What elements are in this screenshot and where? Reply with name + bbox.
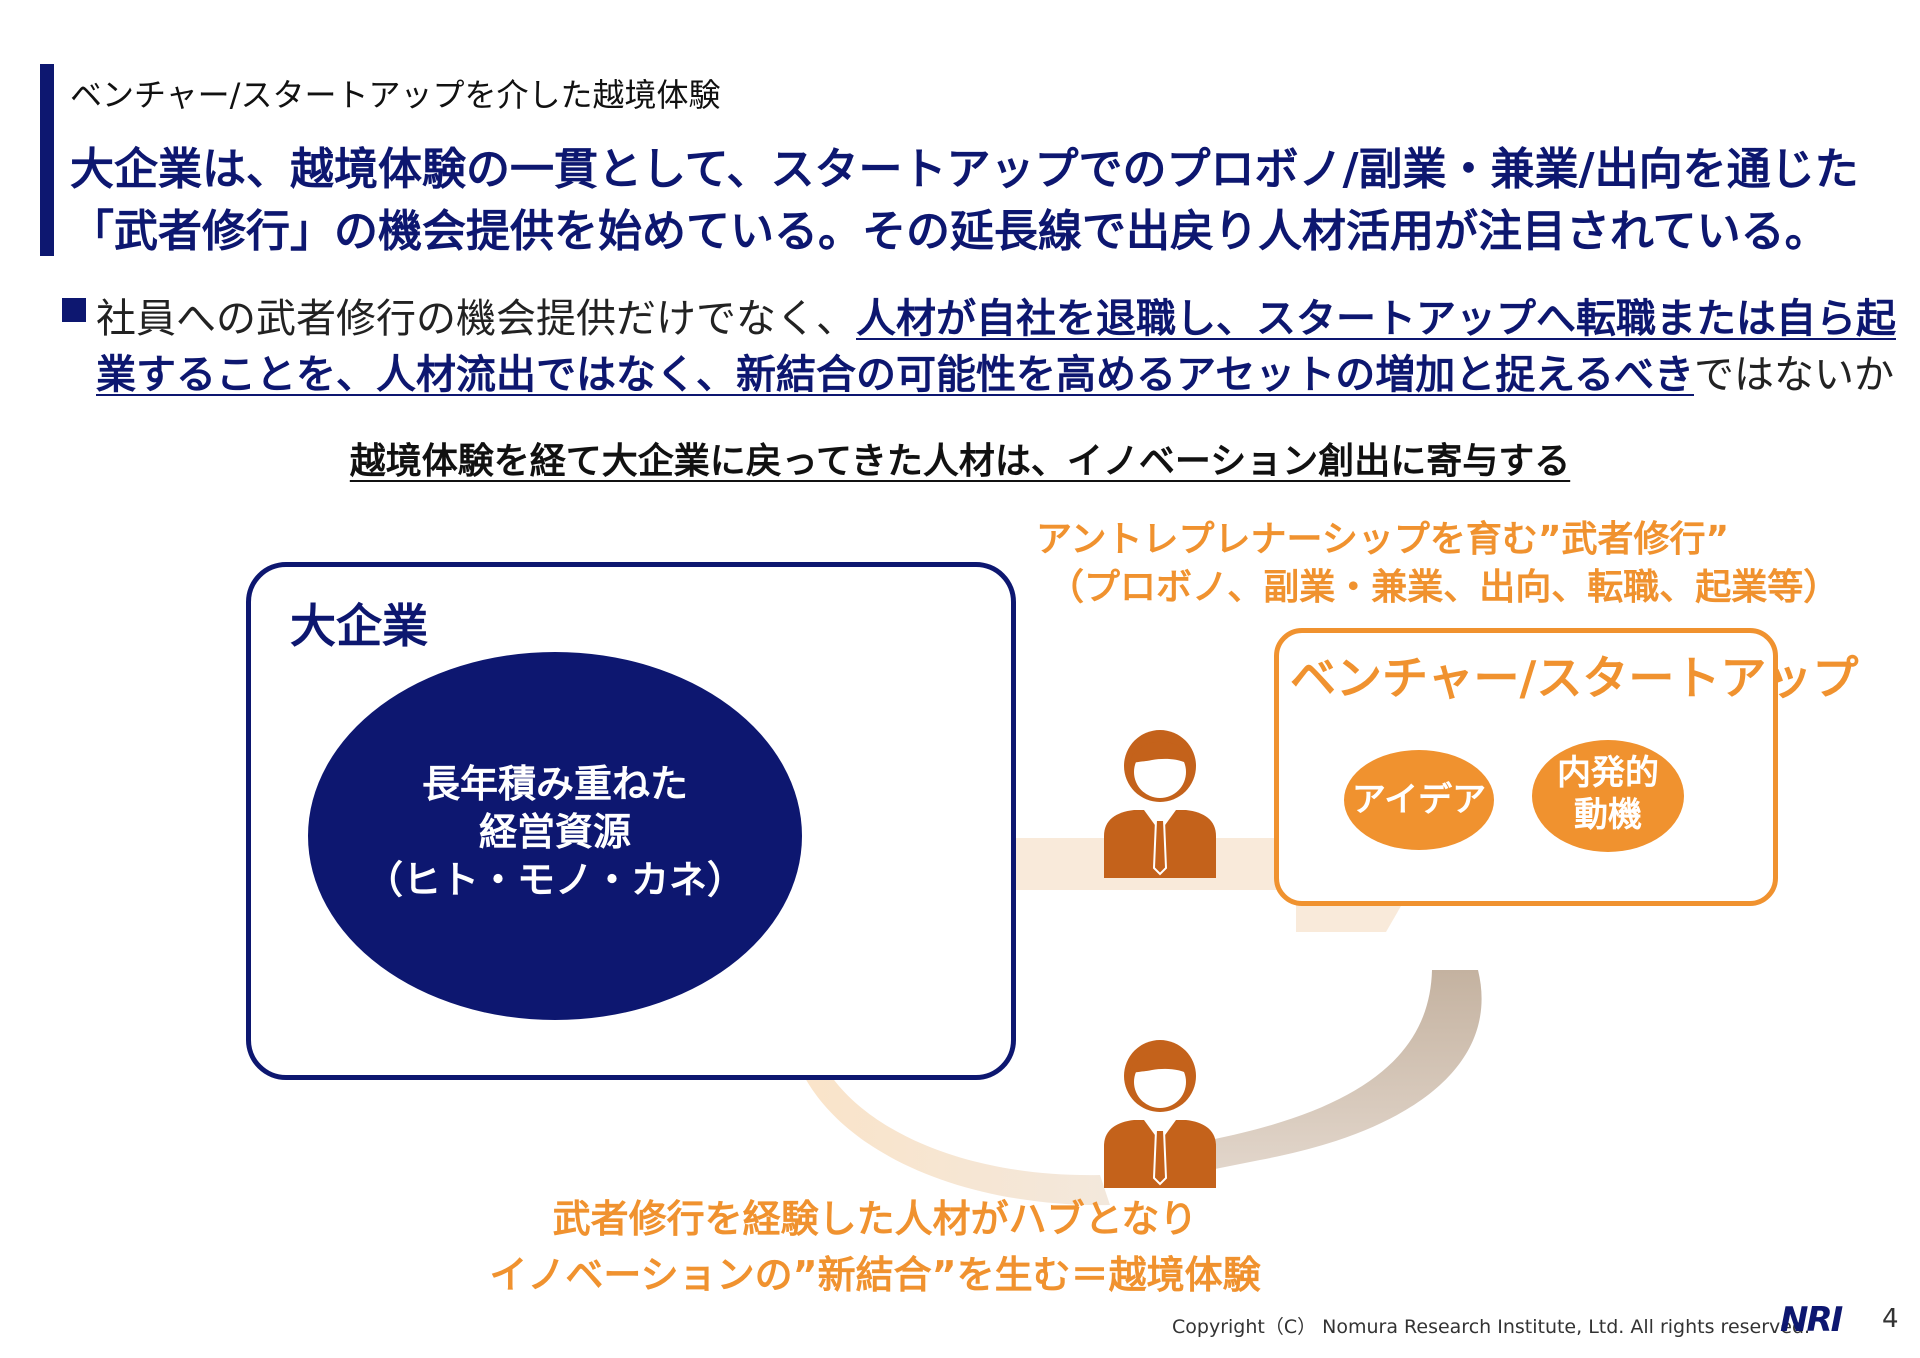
bottom-caption-line-1: 武者修行を経験した人材がハブとなり <box>0 1188 1920 1243</box>
bullet-line-1: 社員への武者修行の機会提供だけでなく、人材が自社を退職し、スタートアップへ転職ま… <box>96 286 1896 344</box>
corporate-label: 大企業 <box>290 599 428 653</box>
center-note-text: 越境体験を経て大企業に戻ってきた人材は、イノベーション創出に寄与する <box>349 441 1571 482</box>
bottom-caption-2-text: イノベーションの”新結合”を生む＝越境体験 <box>489 1253 1261 1297</box>
resource-line-3: （ヒト・モノ・カネ） <box>364 858 745 902</box>
resource-ellipse <box>308 652 802 1020</box>
bullet-line-1-emphasis: 人材が自社を退職し、スタートアップへ転職または自ら起 <box>856 296 1896 342</box>
startup-box <box>1274 628 1778 906</box>
idea-pill: アイデア <box>1344 750 1494 850</box>
bullet-line-2-plain: ではないか <box>1694 352 1894 398</box>
motive-pill-line-2: 動機 <box>1574 795 1642 835</box>
headline-line-1: 大企業は、越境体験の一貫として、スタートアップでのプロボノ/副業・兼業/出向を通… <box>70 144 1859 195</box>
slide-subtitle: ベンチャー/スタートアップを介した越境体験 <box>70 76 721 114</box>
center-note: 越境体験を経て大企業に戻ってきた人材は、イノベーション創出に寄与する <box>0 432 1920 484</box>
resource-line-2: 経営資源 <box>478 810 631 854</box>
copyright: Copyright（C） Nomura Research Institute, … <box>1172 1316 1811 1338</box>
nri-logo: NRI <box>1780 1300 1843 1340</box>
startup-label: ベンチャー/スタートアップ <box>1290 651 1859 705</box>
bullet-square-icon <box>62 298 86 322</box>
page-number: 4 <box>1882 1304 1899 1334</box>
bottom-caption-line-2: イノベーションの”新結合”を生む＝越境体験 <box>0 1244 1920 1299</box>
person-icon <box>1104 1040 1216 1188</box>
headline-line-2: 「武者修行」の機会提供を始めている。その延長線で出戻り人材活用が注目されている。 <box>70 206 1829 257</box>
bullet-line-1-plain: 社員への武者修行の機会提供だけでなく、 <box>96 296 856 342</box>
gray-curve-arrow <box>1200 970 1482 1172</box>
activities-subtitle: （プロボノ、副業・兼業、出向、転職、起業等） <box>1048 567 1840 608</box>
bullet-line-2-emphasis: 業することを、人材流出ではなく、新結合の可能性を高めるアセットの増加と捉えるべき <box>96 352 1694 398</box>
motive-pill: 内発的 動機 <box>1532 740 1684 852</box>
resource-line-1: 長年積み重ねた <box>421 762 688 806</box>
person-icon <box>1104 730 1216 878</box>
activities-title: アントレプレナーシップを育む”武者修行” <box>1036 519 1730 560</box>
motive-pill-line-1: 内発的 <box>1557 753 1659 793</box>
bullet-line-2: 業することを、人材流出ではなく、新結合の可能性を高めるアセットの増加と捉えるべき… <box>96 342 1894 400</box>
title-accent-bar <box>40 64 54 256</box>
resource-text: 長年積み重ねた 経営資源 （ヒト・モノ・カネ） <box>308 760 802 904</box>
bottom-caption-1-text: 武者修行を経験した人材がハブとなり <box>552 1197 1198 1241</box>
